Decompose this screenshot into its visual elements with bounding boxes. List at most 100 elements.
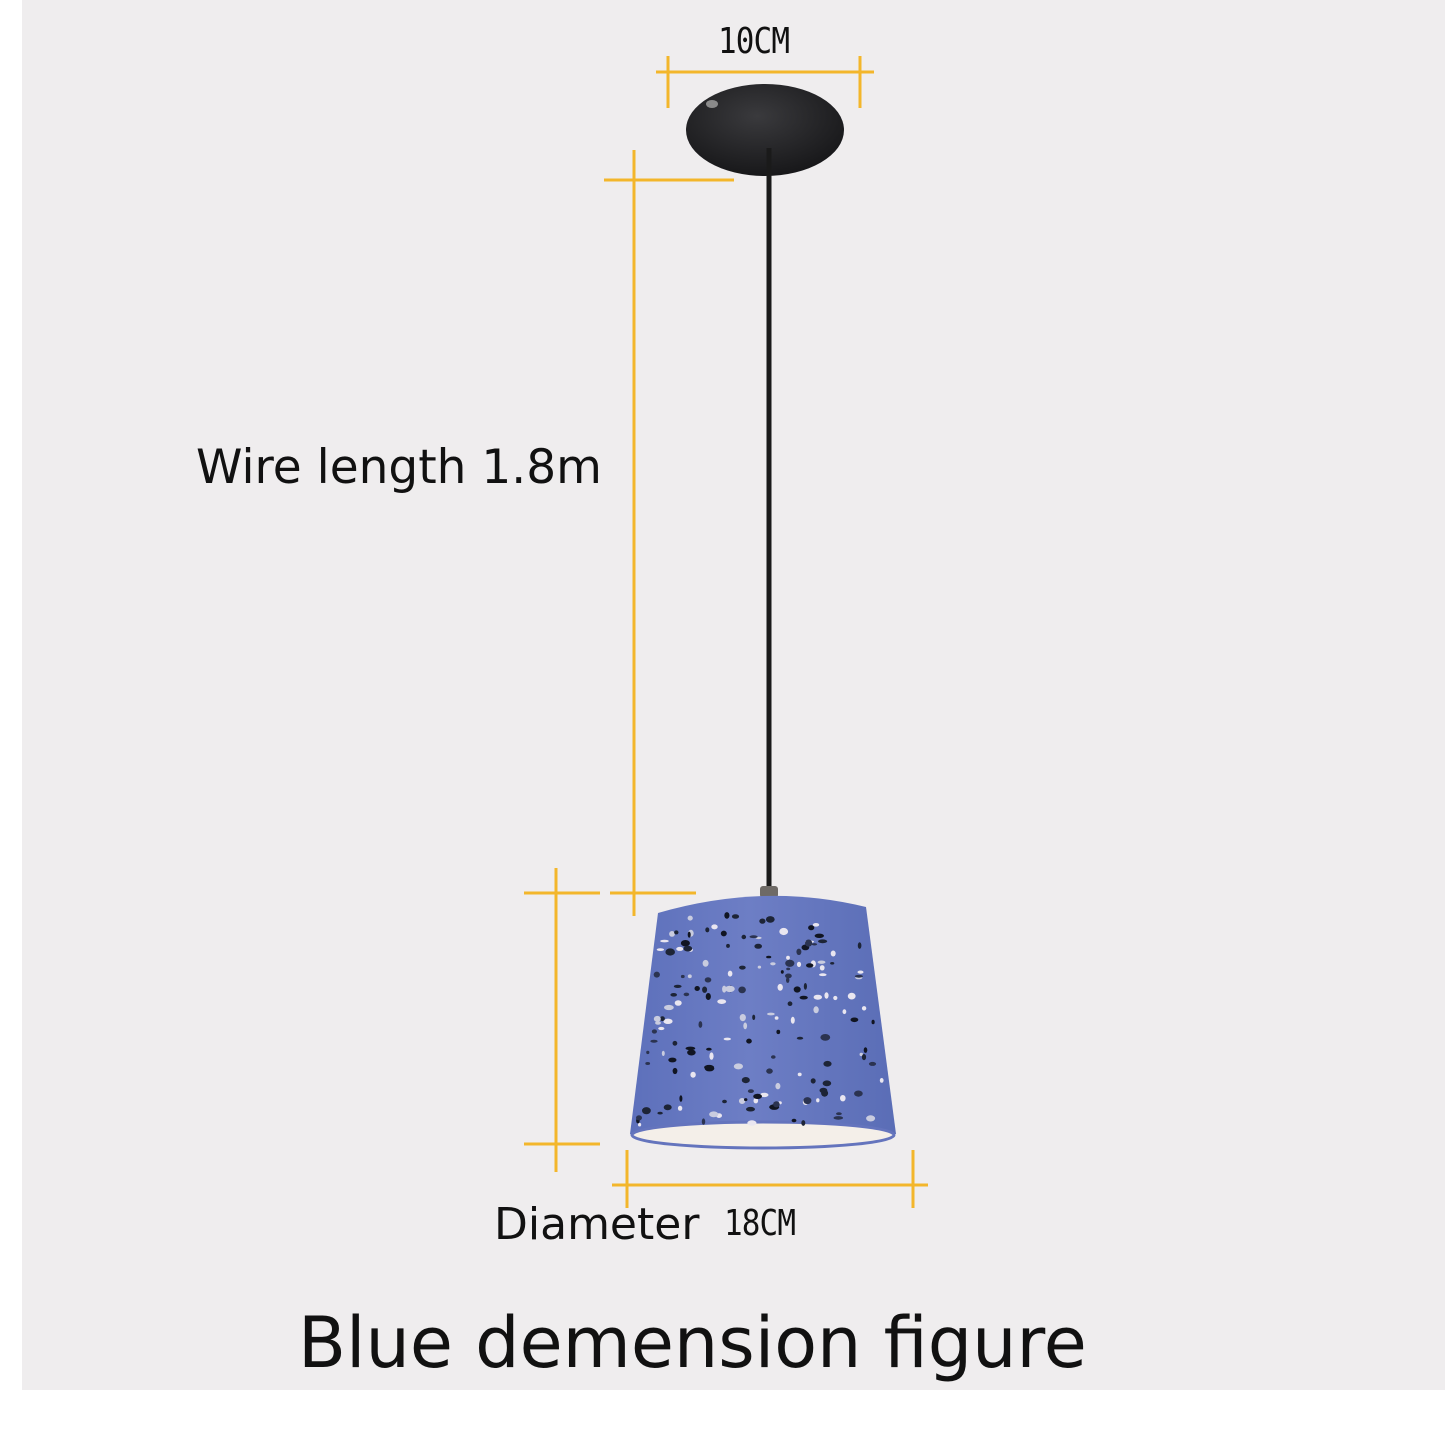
terrazzo-speckle [663,1104,672,1111]
terrazzo-speckle [752,1014,756,1020]
terrazzo-speckle [861,1054,867,1061]
terrazzo-speckle [705,993,711,1000]
terrazzo-speckle [776,1029,781,1035]
terrazzo-speckle [759,918,766,924]
terrazzo-speckle [645,1062,651,1065]
terrazzo-speckle [859,1052,864,1057]
terrazzo-speckle [746,1106,755,1112]
terrazzo-speckle [823,1060,832,1067]
terrazzo-speckle [661,1050,665,1056]
terrazzo-speckle [670,993,677,997]
terrazzo-speckle [687,931,691,938]
terrazzo-speckle [773,1101,780,1108]
terrazzo-speckle [723,1037,731,1041]
terrazzo-speckle [847,992,856,1000]
terrazzo-speckle [705,927,710,933]
terrazzo-speckle [674,1000,682,1006]
terrazzo-speckle [658,1026,665,1031]
terrazzo-speckle [793,986,801,993]
terrazzo-speckle [806,963,814,968]
terrazzo-speckle [701,1118,706,1125]
terrazzo-speckle [743,1022,748,1030]
terrazzo-speckle [655,1021,661,1025]
terrazzo-speckle [679,1095,683,1102]
terrazzo-speckle [698,1021,703,1028]
terrazzo-speckle [711,924,718,930]
terrazzo-speckle [866,1115,876,1122]
diameter-label: Diameter [494,1199,700,1250]
terrazzo-speckle [753,1098,759,1104]
terrazzo-speckle [833,1116,844,1120]
terrazzo-speckle [638,1122,642,1127]
terrazzo-speckle [749,935,758,939]
terrazzo-speckle [785,973,792,979]
terrazzo-speckle [790,1016,795,1024]
terrazzo-speckle [727,970,733,977]
terrazzo-speckle [694,986,700,991]
terrazzo-speckle [659,1016,665,1022]
terrazzo-speckle [797,1072,802,1077]
terrazzo-speckle [850,1017,859,1023]
terrazzo-speckles [636,912,884,1127]
terrazzo-speckle [770,962,776,966]
terrazzo-speckle [787,1001,793,1006]
terrazzo-speckle [777,983,783,991]
terrazzo-speckle [779,927,789,936]
terrazzo-speckle [744,1098,748,1102]
terrazzo-speckle [767,1012,775,1016]
terrazzo-speckle [812,923,820,927]
terrazzo-speckle [803,1097,812,1105]
terrazzo-speckle [738,986,746,994]
terrazzo-speckle [704,1064,715,1070]
terrazzo-speckle [799,995,808,1000]
terrazzo-speckle [706,1047,712,1051]
terrazzo-speckle [683,992,690,997]
terrazzo-speckle [687,915,693,921]
terrazzo-speckle [722,985,727,993]
terrazzo-speckle [786,955,790,960]
terrazzo-speckle [861,1006,867,1011]
terrazzo-speckle [801,1120,806,1126]
terrazzo-speckle [857,970,864,974]
shade-height-dimension-line [524,868,600,1172]
terrazzo-speckle [702,986,708,993]
terrazzo-speckle [738,1098,746,1104]
product-image-background [22,0,1445,1390]
terrazzo-speckle [739,965,746,970]
terrazzo-speckle [786,977,790,983]
terrazzo-speckle [810,1078,816,1084]
diameter-dimension-line [612,1150,928,1208]
terrazzo-speckle [814,933,824,938]
terrazzo-speckle [741,934,747,940]
figure-caption: Blue demension figure [298,1302,1087,1384]
terrazzo-speckle [836,1112,842,1116]
terrazzo-speckle [702,959,709,967]
terrazzo-speckle [651,1029,658,1034]
terrazzo-speckle [653,971,660,978]
terrazzo-speckle [724,912,730,919]
terrazzo-speckle [709,1052,714,1060]
terrazzo-speckle [830,962,835,965]
terrazzo-speckle [871,1019,875,1025]
terrazzo-speckle [657,1111,663,1115]
terrazzo-speckle [680,940,690,947]
terrazzo-speckle [709,1111,719,1118]
terrazzo-speckle [739,1014,746,1022]
terrazzo-speckle [685,1046,696,1051]
terrazzo-speckle [653,1015,661,1022]
terrazzo-speckle [733,1063,744,1070]
terrazzo-speckle [854,974,864,978]
wire-length-label: Wire length 1.8m [196,440,602,495]
terrazzo-speckle [824,992,829,999]
terrazzo-speckle [646,1050,650,1055]
terrazzo-speckle [813,1006,819,1014]
terrazzo-speckle [775,1082,781,1090]
terrazzo-speckle [757,965,762,969]
terrazzo-speckle [674,930,679,935]
terrazzo-speckle [854,1090,863,1097]
terrazzo-speckle [765,916,775,923]
terrazzo-speckle [687,974,692,979]
terrazzo-speckle [833,995,838,1001]
terrazzo-speckle [660,939,669,943]
terrazzo-speckle [754,943,762,949]
